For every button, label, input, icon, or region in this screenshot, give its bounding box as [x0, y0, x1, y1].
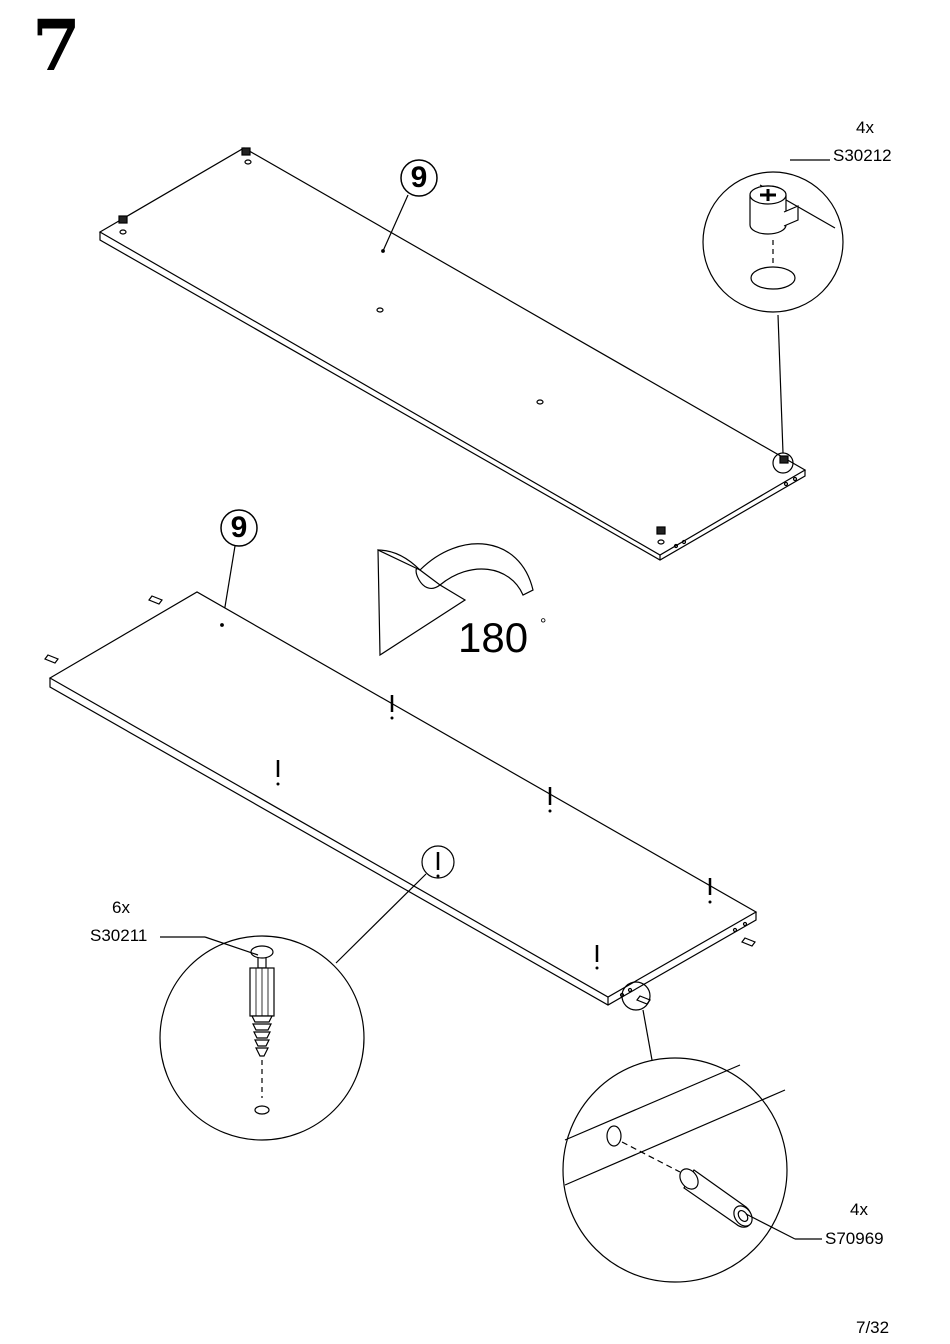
- dowel-icon: [676, 1165, 756, 1229]
- part-badge-panel-top: 9: [401, 160, 437, 196]
- dowel-detail: [563, 1058, 822, 1282]
- part-badge-panel-bottom: 9: [221, 510, 257, 546]
- cam-bolt-code: S30211: [90, 926, 147, 946]
- cam-lock-detail: [703, 160, 843, 312]
- cam-bolt-icon: [250, 946, 274, 1056]
- panel-top: [100, 148, 805, 560]
- cam-bolt-qty: 6x: [112, 898, 130, 918]
- dowel-qty: 4x: [850, 1200, 868, 1220]
- cam-lock-icon: [750, 186, 798, 234]
- dowel-code: S70969: [825, 1229, 884, 1249]
- rotation-value: 180: [458, 614, 528, 662]
- rotation-unit: °: [540, 616, 546, 634]
- panel-bottom: [45, 592, 756, 1010]
- cam-lock-code: S30212: [833, 146, 892, 166]
- cam-lock-qty: 4x: [856, 118, 874, 138]
- page-number: 7/32: [856, 1318, 889, 1338]
- cam-bolt-detail: [160, 936, 364, 1140]
